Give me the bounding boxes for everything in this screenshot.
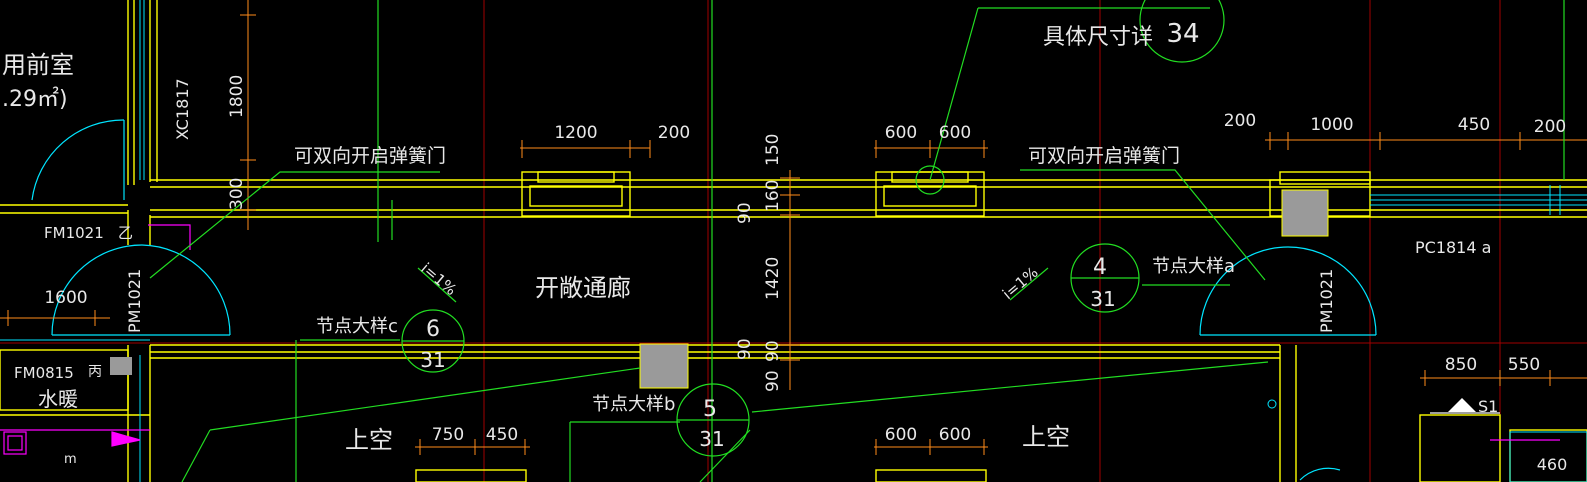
dim-1600: 1600 [44,288,87,308]
note-m: m [64,452,77,467]
dim-300: 300 [227,178,247,210]
dim-150: 150 [763,134,783,166]
callout-4-top: 4 [1093,255,1107,280]
callout-5-top: 5 [703,397,717,422]
door-fm1021-grade: 乙 [118,224,133,242]
note-slope-right: i=1% [999,263,1042,303]
dim-850: 850 [1445,355,1477,375]
window-pc1814: PC1814 a [1415,238,1491,257]
column-right [1281,189,1329,237]
dimension-lines [0,0,1587,455]
dim-200-a: 200 [658,123,690,143]
dim-1200: 1200 [554,123,597,143]
dim-460: 460 [1537,455,1568,474]
callout-4-bottom: 31 [1090,287,1115,311]
dim-90-a: 90 [735,202,755,224]
column-left [110,357,132,375]
room-void-right: 上空 [1022,423,1070,451]
dim-600-d: 600 [939,425,971,445]
dim-1000: 1000 [1310,115,1353,135]
dim-160: 160 [763,180,783,212]
door-fm1021: FM1021 [44,224,104,242]
dim-200-c: 200 [1534,117,1566,137]
note-spring-door-left: 可双向开启弹簧门 [294,145,446,167]
dim-550: 550 [1508,355,1540,375]
room-front-room: 用前室 [2,51,74,79]
room-front-room-area: .29㎡) [2,86,68,112]
callout-6-top: 6 [426,317,440,342]
dim-90-b: 90 [735,338,755,360]
door-swings [31,119,1377,481]
pipe-marker [1267,399,1277,409]
leader-lines [149,0,1565,482]
door-fm0815-grade: 丙 [88,364,102,380]
dim-450: 450 [1458,115,1490,135]
note-detail-b: 节点大样b [592,394,675,415]
note-detail-a: 节点大样a [1152,256,1235,277]
dim-600-a: 600 [885,123,917,143]
note-slope-left: i=1% [417,259,460,299]
section-arrow [1448,398,1476,412]
dim-1800: 1800 [227,75,247,118]
dim-90-c: 90 [763,340,783,362]
dim-450-b: 450 [486,425,518,445]
room-corridor: 开敞通廊 [535,274,631,302]
callout-34: 34 [1166,19,1199,49]
dim-600-c: 600 [885,425,917,445]
note-spring-door-right: 可双向开启弹簧门 [1028,145,1180,167]
note-detail-c: 节点大样c [316,316,398,337]
dim-1420: 1420 [763,257,783,300]
window-xc1817: XC1817 [173,78,192,140]
callout-5-bottom: 31 [699,427,724,451]
room-void-left: 上空 [345,426,393,454]
dim-90-d: 90 [763,370,783,392]
door-fm0815: FM0815 [14,364,74,382]
door-pm1021-left: PM1021 [125,269,144,333]
note-see-detail: 具体尺寸详 [1043,25,1153,50]
dim-750: 750 [432,425,464,445]
room-water-heating: 水暖 [38,387,78,411]
note-s1: S1 [1478,397,1498,416]
dim-200-b: 200 [1224,111,1256,131]
callout-6-bottom: 31 [420,348,445,372]
equipment-pipes [0,224,1560,455]
door-pm1021-right: PM1021 [1317,269,1336,333]
column-center [639,343,689,389]
dim-600-b: 600 [939,123,971,143]
